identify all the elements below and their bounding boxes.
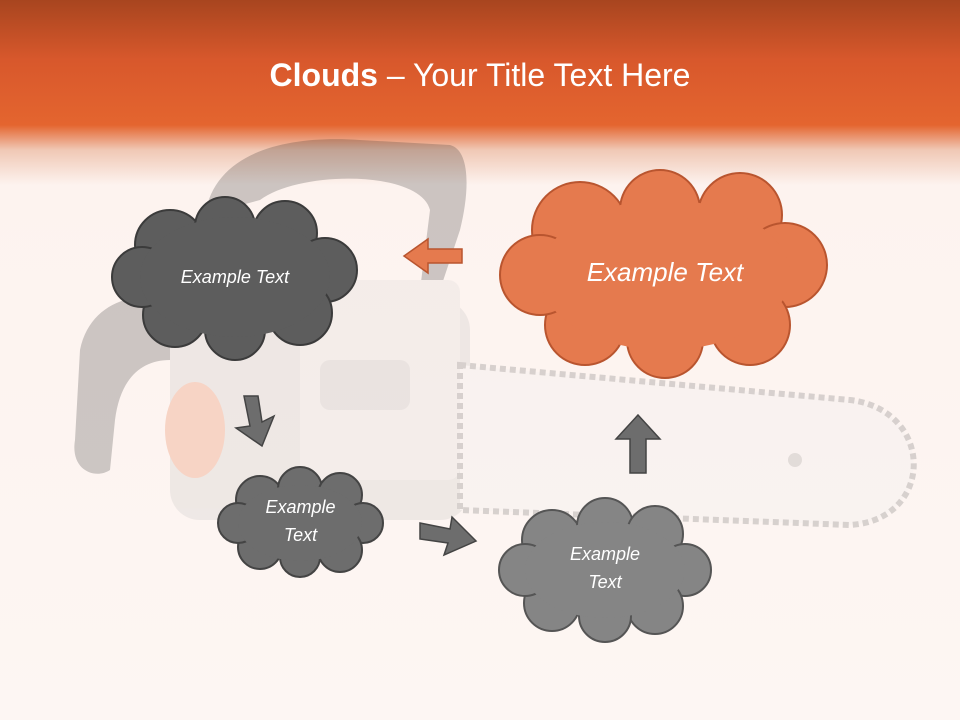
cloud-shape-2[interactable]: Example Text bbox=[499, 165, 830, 380]
cloud-4-graphic bbox=[498, 497, 712, 643]
cloud-3-label: Example Text bbox=[218, 465, 383, 577]
cloud-3-text-line2: Text bbox=[283, 525, 318, 545]
arrow-up-icon[interactable] bbox=[614, 413, 662, 475]
arrow-left-icon[interactable] bbox=[402, 236, 464, 276]
cloud-2-label: Example Text bbox=[500, 165, 830, 380]
cloud-4-text-line1: Example bbox=[569, 544, 641, 564]
cloud-3-text-line1: Example bbox=[265, 497, 336, 517]
cloud-shape-3[interactable]: Example Text bbox=[217, 465, 384, 578]
cloud-2-text: Example Text bbox=[586, 257, 744, 287]
cloud-1-graphic bbox=[111, 196, 358, 361]
arrow-down-right-icon[interactable] bbox=[232, 392, 284, 450]
cloud-3-graphic bbox=[217, 466, 384, 578]
cloud-4-label: Example Text bbox=[500, 498, 710, 638]
cloud-1-label: Example Text bbox=[110, 195, 360, 360]
cloud-shape-1[interactable]: Example Text bbox=[110, 195, 360, 361]
cloud-shape-4[interactable]: Example Text bbox=[498, 497, 712, 643]
cloud-2-graphic bbox=[499, 169, 828, 379]
title-rest: Your Title Text Here bbox=[412, 57, 691, 93]
cloud-1-text: Example Text bbox=[180, 267, 290, 287]
slide-title: Clouds – Your Title Text Here bbox=[0, 55, 960, 95]
title-dash: – bbox=[377, 57, 413, 93]
cloud-4-text-line2: Text bbox=[588, 572, 622, 592]
title-bold: Clouds bbox=[269, 57, 378, 93]
arrow-right-icon[interactable] bbox=[418, 515, 478, 557]
